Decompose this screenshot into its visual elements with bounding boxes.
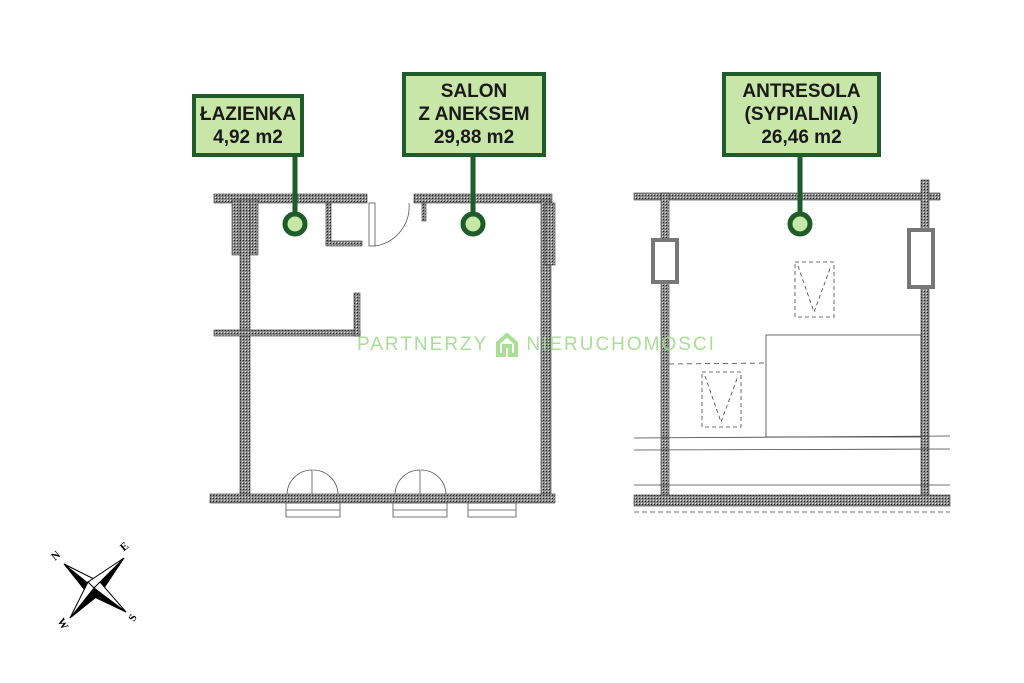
mezzanine-lines [633,261,951,513]
room-label-living: SALON Z ANEKSEM 29,88 m2 [402,72,546,157]
room-area: 26,46 m2 [761,127,842,148]
room-name: Z ANEKSEM [418,104,530,125]
room-name: ŁAZIENKA [199,103,297,125]
house-icon [496,333,519,357]
room-name: SALON [440,81,508,102]
compass-rose-icon [63,557,127,619]
room-area: 4,92 m2 [213,126,283,148]
room-name: ANTRESOLA [742,81,861,102]
room-label-bathroom: ŁAZIENKA 4,92 m2 [192,94,304,157]
watermark-right: NIERUCHOMOSCI [526,334,716,355]
skylight [794,261,835,318]
room-name: (SYPIALNIA) [744,104,859,125]
leaders [282,155,813,237]
room-label-mezzanine: ANTRESOLA (SYPIALNIA) 26,46 m2 [722,72,881,157]
doors [285,202,517,518]
skylight [701,371,742,428]
room-area: 29,88 m2 [433,127,515,148]
watermark-left: PARTNERZY [357,334,489,355]
lower-level-plan [209,193,556,504]
watermark: PARTNERZY NIERUCHOMOSCI [357,333,716,357]
